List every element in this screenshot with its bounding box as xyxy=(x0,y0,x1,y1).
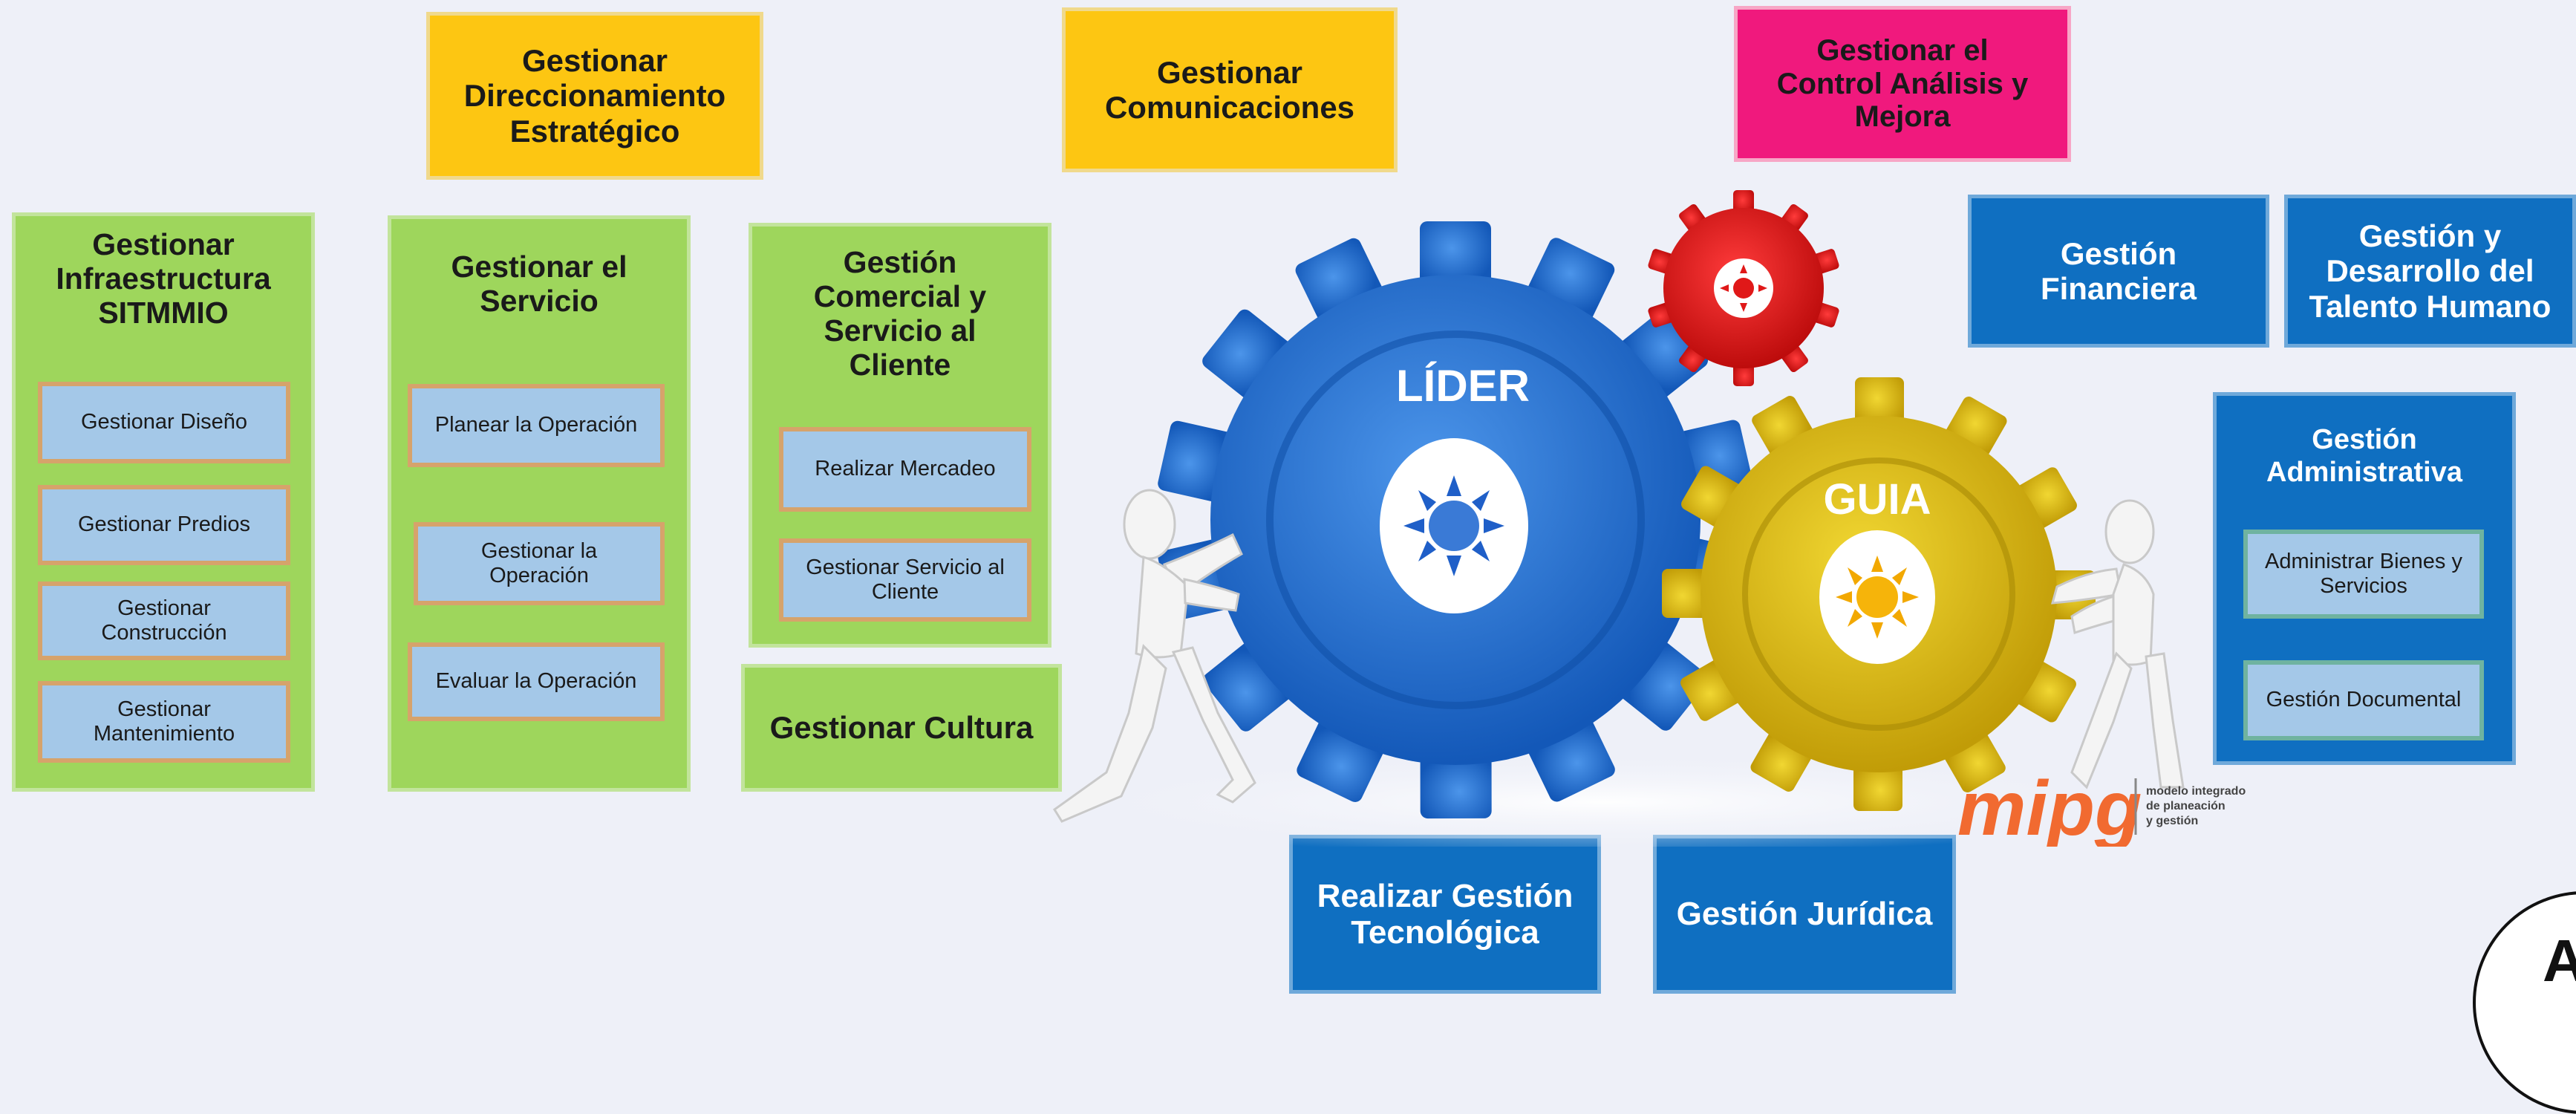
right-figure xyxy=(2050,499,2185,789)
mipg-tagline: modelo integrado de planeación y gestión xyxy=(2146,785,2249,827)
financiera-label: Gestión Financiera xyxy=(2040,235,2197,306)
subprocess-item: Realizar Mercadeo xyxy=(779,427,1031,512)
mipg-mark: mipg xyxy=(1957,766,2142,847)
comercial-panel: Gestión Comercial y Servicio al Cliente … xyxy=(749,223,1051,648)
comunicaciones-label: Gestionar Comunicaciones xyxy=(1104,54,1355,125)
subprocess-item: Gestionar Predios xyxy=(38,485,290,565)
control-label: Gestionar el Control Análisis y Mejora xyxy=(1776,33,2029,134)
corner-letter: A xyxy=(2543,928,2576,994)
gears-illustration: LÍDER xyxy=(1025,190,2249,847)
gestionar-control-box: Gestionar el Control Análisis y Mejora xyxy=(1734,6,2071,162)
lider-gear: LÍDER xyxy=(1158,221,1753,819)
infraestructura-panel: Gestionar Infraestructura SITMMIO Gestio… xyxy=(12,212,315,792)
gestion-juridica-box: Gestión Jurídica xyxy=(1653,835,1956,994)
gestionar-direccionamiento-box: Gestionar Direccionamiento Estratégico xyxy=(426,12,763,180)
comercial-title: Gestión Comercial y Servicio al Cliente xyxy=(813,245,987,382)
left-figure xyxy=(1052,489,1256,823)
sun-icon xyxy=(1403,475,1504,576)
subprocess-item: Gestionar Construcción xyxy=(38,582,290,660)
sun-icon xyxy=(1836,556,1919,639)
tecnologica-label: Realizar Gestión Tecnológica xyxy=(1317,877,1574,951)
mipg-logo: mipg modelo integrado de planeación y ge… xyxy=(1957,766,2249,847)
gestion-talento-box: Gestión y Desarrollo del Talento Humano xyxy=(2284,195,2576,348)
cultura-label: Gestionar Cultura xyxy=(769,710,1034,746)
subprocess-item: Planear la Operación xyxy=(408,384,665,467)
guia-label: GUIA xyxy=(1824,475,1931,524)
lider-label: LÍDER xyxy=(1396,361,1530,411)
servicio-title: Gestionar el Servicio xyxy=(451,250,627,318)
subprocess-item: Gestionar la Operación xyxy=(414,522,665,605)
sun-icon xyxy=(1720,264,1767,312)
infraestructura-title: Gestionar Infraestructura SITMMIO xyxy=(56,227,271,330)
subprocess-item: Gestión Documental xyxy=(2243,660,2484,740)
subprocess-item: Administrar Bienes y Servicios xyxy=(2243,530,2484,619)
guia-gear: GUIA xyxy=(1662,377,2096,811)
gestionar-cultura-box: Gestionar Cultura xyxy=(741,664,1062,792)
corner-badge xyxy=(2473,891,2576,1114)
talento-label: Gestión y Desarrollo del Talento Humano xyxy=(2309,218,2551,324)
juridica-label: Gestión Jurídica xyxy=(1676,896,1933,933)
subprocess-item: Gestionar Mantenimiento xyxy=(38,681,290,763)
gestionar-comunicaciones-box: Gestionar Comunicaciones xyxy=(1062,7,1398,172)
gestion-tecnologica-box: Realizar Gestión Tecnológica xyxy=(1289,835,1601,994)
red-gear xyxy=(1648,190,1839,386)
servicio-panel: Gestionar el Servicio Planear la Operaci… xyxy=(388,215,691,792)
subprocess-item: Gestionar Diseño xyxy=(38,382,290,463)
administrativa-panel: Gestión Administrativa Administrar Biene… xyxy=(2213,392,2516,765)
subprocess-item: Evaluar la Operación xyxy=(408,642,665,721)
administrativa-title: Gestión Administrativa xyxy=(2266,424,2462,488)
direccionamiento-label: Gestionar Direccionamiento Estratégico xyxy=(463,43,726,149)
gestion-financiera-box: Gestión Financiera xyxy=(1968,195,2269,348)
subprocess-item: Gestionar Servicio al Cliente xyxy=(779,538,1031,622)
